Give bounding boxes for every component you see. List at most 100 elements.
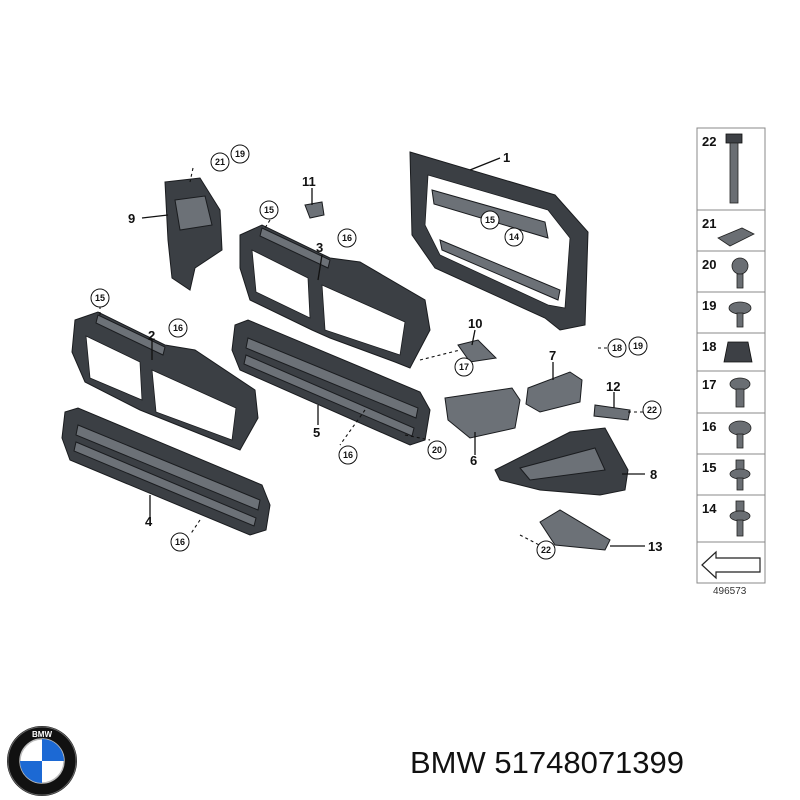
bolt-shank-icon	[729, 142, 739, 204]
svg-text:22: 22	[541, 545, 551, 555]
circled-ref-16: 16	[338, 445, 358, 465]
callout-12: 12	[606, 379, 620, 394]
part-11-bracket	[304, 201, 325, 219]
clip-nut-icon	[717, 227, 755, 247]
legend-row-21: 21	[697, 216, 765, 252]
circled-ref-16: 16	[337, 228, 357, 248]
svg-text:15: 15	[485, 215, 495, 225]
part-1-frame	[409, 151, 589, 331]
circled-ref-15: 15	[480, 210, 500, 230]
svg-text:21: 21	[215, 157, 225, 167]
leader-lines	[99, 157, 645, 549]
circled-ref-22: 22	[536, 540, 556, 560]
part-8-air-duct	[494, 427, 629, 496]
svg-text:15: 15	[95, 293, 105, 303]
svg-text:18: 18	[702, 339, 716, 354]
callout-10: 10	[468, 316, 482, 331]
svg-text:16: 16	[175, 537, 185, 547]
part-5-air-shutter	[231, 319, 431, 446]
push-rivet-icon	[735, 500, 745, 512]
legend-row-14: 14	[697, 500, 765, 543]
svg-text:17: 17	[459, 362, 469, 372]
svg-text:14: 14	[509, 232, 519, 242]
push-pin-shank-icon	[736, 477, 744, 491]
push-rivet-head-icon	[729, 510, 751, 522]
flange-screw-shank-icon	[736, 433, 744, 449]
circled-ref-19: 19	[230, 144, 250, 164]
circled-ref-16: 16	[168, 318, 188, 338]
callout-9: 9	[128, 211, 135, 226]
svg-text:15: 15	[702, 460, 716, 475]
push-rivet-shank-icon	[736, 519, 744, 537]
clip-icon	[723, 341, 753, 363]
part-10-bracket	[457, 339, 498, 363]
circled-ref-20: 20	[427, 440, 447, 460]
svg-text:19: 19	[235, 149, 245, 159]
circled-ref-15: 15	[90, 288, 110, 308]
direction-arrow-icon	[701, 550, 761, 580]
part-4-air-shutter	[61, 407, 271, 536]
legend-row-16: 16	[697, 419, 765, 455]
part-9-duct	[164, 177, 223, 291]
legend-row-19: 19	[697, 298, 765, 334]
svg-text:21: 21	[702, 216, 716, 231]
svg-text:19: 19	[633, 341, 643, 351]
circled-ref-18: 18	[607, 338, 627, 358]
svg-text:17: 17	[702, 377, 716, 392]
callout-11: 11	[302, 174, 316, 189]
part-number-caption: BMW 51748071399	[410, 745, 685, 780]
callout-7: 7	[549, 348, 556, 363]
svg-text:15: 15	[264, 205, 274, 215]
part-7-air-guide	[525, 371, 583, 413]
part-3-grille-frame	[239, 224, 431, 369]
callout-13: 13	[648, 539, 662, 554]
legend-row-22: 22	[697, 133, 765, 211]
circled-ref-15: 15	[259, 200, 279, 220]
svg-text:16: 16	[702, 419, 716, 434]
svg-text:18: 18	[612, 343, 622, 353]
expansion-rivet-shank-icon	[735, 388, 745, 408]
push-pin-icon	[735, 459, 745, 471]
legend-row-20: 20	[697, 257, 765, 293]
part-12-bracket	[593, 404, 631, 421]
callout-8: 8	[650, 467, 657, 482]
svg-text:BMW: BMW	[32, 730, 52, 739]
bolt-icon	[725, 133, 743, 144]
screw-shank-icon	[736, 273, 744, 289]
fastener-legend: 22 21 20 19 18 17	[696, 127, 766, 584]
rivet-head-icon	[728, 301, 752, 315]
part-2-grille-frame	[71, 311, 259, 451]
legend-row-18: 18	[697, 339, 765, 372]
legend-row-15: 15	[697, 459, 765, 496]
push-pin-head-icon	[729, 468, 751, 480]
svg-text:16: 16	[173, 323, 183, 333]
rivet-shank-icon	[736, 312, 744, 328]
circled-ref-14: 14	[504, 227, 524, 247]
part-13-bracket	[539, 509, 611, 551]
callout-5: 5	[313, 425, 320, 440]
svg-text:16: 16	[342, 233, 352, 243]
expansion-rivet-icon	[729, 377, 751, 391]
svg-text:22: 22	[702, 134, 716, 149]
circled-ref-17: 17	[454, 357, 474, 377]
legend-row-17: 17	[697, 377, 765, 414]
callout-1: 1	[503, 150, 510, 165]
svg-text:16: 16	[343, 450, 353, 460]
screw-head-icon	[731, 257, 749, 275]
circled-ref-22: 22	[642, 400, 662, 420]
flange-screw-icon	[728, 420, 752, 436]
circled-ref-21: 21	[210, 152, 230, 172]
callout-4: 4	[145, 514, 153, 529]
circled-ref-16: 16	[170, 532, 190, 552]
diagram-id: 496573	[713, 586, 747, 597]
callout-6: 6	[470, 453, 477, 468]
brand-footer: BMW BMW 51748071399	[0, 700, 800, 800]
svg-text:19: 19	[702, 298, 716, 313]
bmw-logo-icon: BMW	[7, 726, 77, 796]
callout-2: 2	[148, 328, 155, 343]
svg-text:22: 22	[647, 405, 657, 415]
circled-ref-19: 19	[628, 336, 648, 356]
svg-text:20: 20	[702, 257, 716, 272]
callout-3: 3	[316, 240, 323, 255]
